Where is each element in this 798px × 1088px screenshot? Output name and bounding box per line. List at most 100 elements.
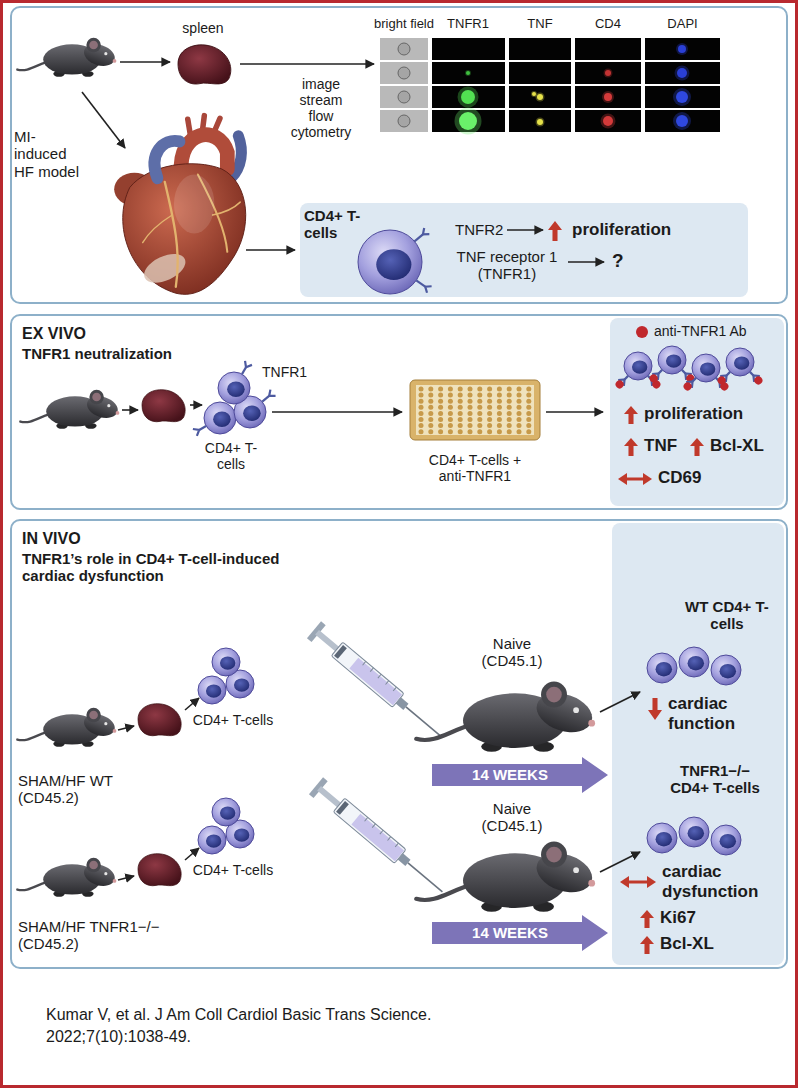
text-slot: CD4+ T-cells + anti-TNFR1: [420, 452, 530, 484]
t-cell-figure: [234, 396, 266, 428]
well-plate-figure: [468, 399, 473, 404]
well-plate-figure: [477, 393, 482, 398]
mouse-figure: [17, 62, 46, 70]
well-plate-figure: [468, 405, 473, 410]
text-label: TNF receptor 1 (TNFR1): [448, 248, 566, 283]
receptor-symbol: [193, 423, 208, 436]
receptor-symbol: [193, 427, 201, 436]
image-stream-grid: [645, 38, 720, 60]
no-change-arrow: [627, 881, 649, 884]
text-slot: CD4+ T-cells: [188, 712, 278, 728]
heart-illustration: [231, 136, 241, 178]
mouse-figure: [20, 390, 120, 429]
image-stream-grid: [676, 43, 688, 55]
image-stream-grid: [509, 38, 571, 60]
well-plate-figure: [497, 417, 502, 422]
well-plate-figure: [419, 429, 424, 434]
text-slot: TNFR1−/− CD4+ T-cells: [660, 762, 770, 797]
heading-label: WT CD4+ T-cells: [685, 598, 769, 633]
receptor-symbol: [753, 375, 764, 386]
antibody-dot: [636, 326, 648, 338]
text-label: TNFR2: [455, 221, 515, 238]
no-change-arrow: [643, 473, 652, 485]
well-plate-figure: [448, 399, 453, 404]
mouse-figure: [81, 711, 117, 740]
t-cell-figure: [226, 670, 254, 698]
t-cell-figure: [647, 653, 677, 683]
text-slot: Kumar V, et al. J Am Coll Cardiol Basic …: [46, 1004, 516, 1049]
text-label: CD4: [575, 17, 641, 32]
text-slot: bright field: [364, 17, 444, 32]
well-plate-figure: [468, 393, 473, 398]
well-plate-figure: [497, 393, 502, 398]
well-plate-figure: [507, 393, 512, 398]
well-plate-figure: [517, 393, 522, 398]
receptor-symbol: [652, 371, 661, 380]
result-label: cardiac function: [668, 694, 768, 733]
image-stream-grid: [432, 38, 505, 60]
well-plate-figure: [448, 429, 453, 434]
receptor-symbol: [423, 283, 432, 292]
image-stream-grid: [601, 114, 616, 129]
mouse-figure: [116, 411, 120, 415]
well-plate-figure: [448, 387, 453, 392]
syringe-figure: [395, 843, 398, 847]
image-stream-grid: [380, 38, 428, 60]
result-box: CD4+ T-cellsTNFR2proliferationTNF recept…: [300, 203, 748, 297]
well-plate-figure: [497, 387, 502, 392]
receptor-symbol: [727, 372, 731, 376]
image-stream-grid: [509, 110, 571, 132]
well-plate-figure: [517, 405, 522, 410]
well-plate-figure: [448, 393, 453, 398]
mouse-figure: [573, 867, 579, 873]
receptor-symbol: [679, 367, 696, 384]
well-plate-figure: [438, 399, 443, 404]
syringe-figure: [396, 697, 409, 710]
t-cell-figure: [656, 662, 673, 676]
well-plate-figure: [487, 411, 492, 416]
text-label: TNF: [509, 17, 571, 32]
image-stream-grid: [536, 93, 545, 102]
syringe-figure: [378, 674, 381, 678]
receptor-symbol: [416, 280, 425, 286]
text-slot: CD4+ T-cells: [188, 862, 278, 878]
syringe-figure: [333, 798, 406, 863]
image-stream-grid: [603, 116, 613, 126]
well-plate-figure: [497, 423, 502, 428]
panel-frame: CD4+ T-cellsTNFR2proliferationTNF recept…: [10, 6, 788, 304]
well-plate-figure: [448, 423, 453, 428]
mouse-figure: [89, 861, 98, 870]
heart-illustration: [123, 164, 246, 295]
receptor-symbol: [415, 234, 423, 241]
syringe-figure: [370, 668, 373, 672]
image-stream-grid: [465, 70, 471, 76]
result-label: Bcl-XL: [660, 934, 750, 954]
receptor-symbol: [685, 373, 696, 384]
well-plate-figure: [477, 417, 482, 422]
syringe-figure: [398, 853, 411, 866]
syringe-figure: [309, 777, 450, 900]
flow-arrow: [118, 726, 134, 730]
well-plate-figure: [458, 405, 463, 410]
text-slot: TNFR1’s role in CD4+ T-cell-induced card…: [22, 550, 284, 585]
t-cell-figure: [679, 817, 709, 847]
heart-illustration: [202, 116, 204, 131]
mouse-figure: [46, 396, 104, 426]
t-cell-figure: [358, 230, 422, 294]
receptor-symbol: [239, 361, 252, 376]
t-cell-figure: [243, 406, 261, 421]
heart-illustration: [174, 175, 214, 234]
well-plate-figure: [517, 417, 522, 422]
receptor-symbol: [713, 375, 730, 392]
receptor-symbol: [618, 377, 627, 386]
well-plate-figure: [507, 399, 512, 404]
well-plate-figure: [487, 429, 492, 434]
text-slot: CD4: [575, 17, 641, 32]
text-label: CD4+ T-cells: [198, 440, 264, 472]
image-stream-grid: [536, 118, 545, 127]
receptor-symbol: [716, 375, 727, 386]
image-stream-grid: [645, 110, 720, 132]
text-slot: TNF: [644, 436, 688, 456]
receptor-symbol: [693, 378, 697, 382]
band-shape: [432, 915, 608, 951]
